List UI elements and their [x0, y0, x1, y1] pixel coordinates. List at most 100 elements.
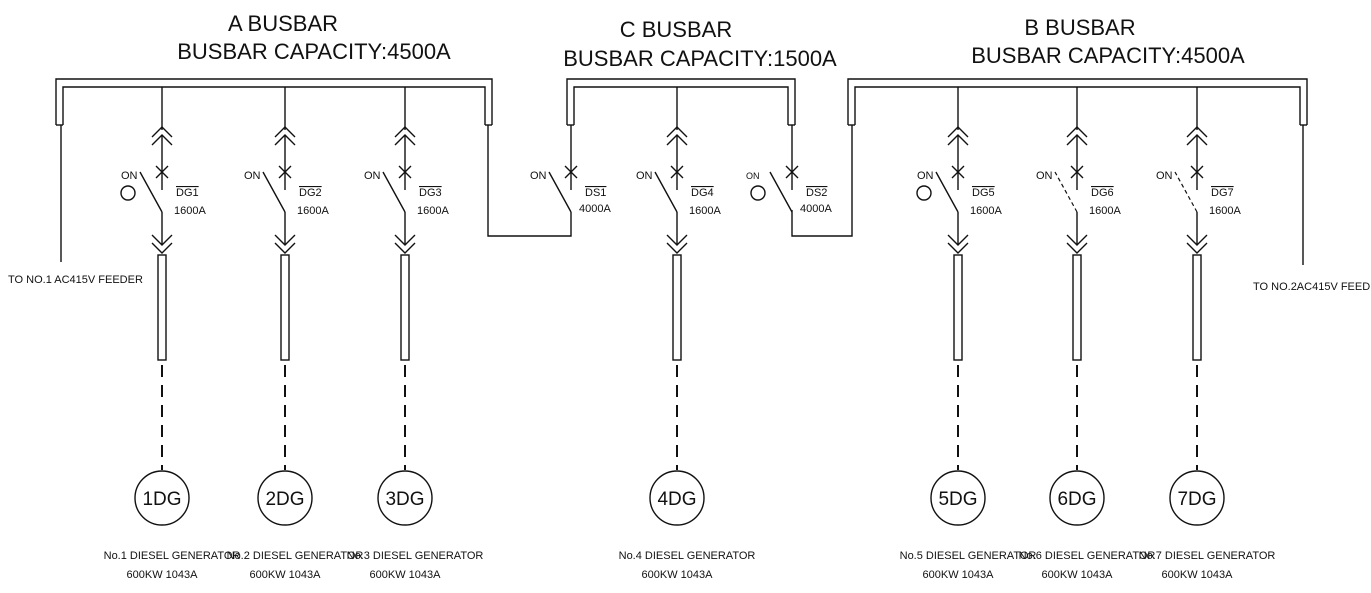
switch-on-label: ON [917, 170, 934, 182]
a-busbar-title: A BUSBAR [228, 11, 338, 36]
breaker-cross-icon [398, 165, 412, 179]
withdrawable-contact-icon [394, 234, 416, 254]
breaker-cross-icon [670, 165, 684, 179]
indicator-lamp-icon [916, 185, 932, 201]
generator-spec: 600KW 1043A [642, 569, 714, 581]
generator-name: No.1 DIESEL GENERATOR [104, 550, 241, 562]
breaker-cross-icon [951, 165, 965, 179]
cable-duct [400, 254, 410, 361]
switch-rating: 1600A [1089, 205, 1121, 217]
generator-label: 6DG [1057, 489, 1096, 510]
generator-label: 4DG [657, 489, 696, 510]
generator-symbol [377, 470, 433, 526]
withdrawable-contact-icon [151, 234, 173, 254]
indicator-lamp-icon [750, 185, 766, 201]
generator-spec: 600KW 1043A [127, 569, 199, 581]
breaker-blade [654, 171, 678, 213]
b-busbar-capacity: BUSBAR CAPACITY:4500A [971, 43, 1245, 68]
a-c-tie-line [487, 125, 572, 237]
generator-label: 5DG [938, 489, 977, 510]
generator-symbol [1049, 470, 1105, 526]
breaker-blade [139, 171, 163, 213]
withdrawable-contact-icon [947, 234, 969, 254]
breaker-blade [935, 171, 959, 213]
switch-id: DG6 [1091, 187, 1114, 199]
tie-switch: ON DS2 4000A [746, 125, 832, 215]
generator-symbol [1169, 470, 1225, 526]
generator-spec: 600KW 1043A [1162, 569, 1234, 581]
switch-rating: 1600A [297, 205, 329, 217]
withdrawable-contact-icon [274, 234, 296, 254]
breaker-blade [1174, 171, 1198, 213]
switch-id: DG4 [691, 187, 714, 199]
switch-rating: 1600A [970, 205, 1002, 217]
generator-spec: 600KW 1043A [1042, 569, 1114, 581]
generator-label: 2DG [265, 489, 304, 510]
cable-duct [672, 254, 682, 361]
cable-duct [953, 254, 963, 361]
switch-on-label: ON [636, 170, 653, 182]
withdrawable-contact-icon [1186, 234, 1208, 254]
switch-on-label: ON [244, 170, 261, 182]
switch-on-label: ON [121, 170, 138, 182]
switch-id: DG2 [299, 187, 322, 199]
breaker-blade [382, 171, 406, 213]
c-busbar [566, 78, 796, 126]
generator-circuits: ON DG1 1600A 1DG No.1 DIESEL GENERATOR 600KW … [104, 87, 1276, 581]
breaker-blade [1054, 171, 1078, 213]
switch-rating: 1600A [1209, 205, 1241, 217]
generator-name: No.2 DIESEL GENERATOR [227, 550, 364, 562]
generator-name: No.5 DIESEL GENERATOR [900, 550, 1037, 562]
a-busbar-capacity: BUSBAR CAPACITY:4500A [177, 39, 451, 64]
generator-name: No.6 DIESEL GENERATOR [1019, 550, 1156, 562]
breaker-cross-icon [564, 165, 578, 179]
switch-id: DG1 [176, 187, 199, 199]
switch-rating: 1600A [174, 205, 206, 217]
generator-name: No.3 DIESEL GENERATOR [347, 550, 484, 562]
breaker-cross-icon [278, 165, 292, 179]
generator-label: 3DG [385, 489, 424, 510]
switch-rating: 4000A [800, 203, 832, 215]
generator-label: 1DG [142, 489, 181, 510]
generator-spec: 600KW 1043A [923, 569, 995, 581]
breaker-blade [548, 171, 572, 213]
breaker-cross-icon [785, 165, 799, 179]
generator-spec: 600KW 1043A [250, 569, 322, 581]
breaker-blade [769, 171, 793, 213]
switch-on-label: ON [530, 170, 547, 182]
generator-spec: 600KW 1043A [370, 569, 442, 581]
withdrawable-contact-icon [666, 234, 688, 254]
switch-on-label: ON [364, 170, 381, 182]
cable-duct [280, 254, 290, 361]
switch-on-label: ON [746, 171, 760, 181]
b-busbar-title: B BUSBAR [1024, 15, 1135, 40]
left-feeder-label: TO NO.1 AC415V FEEDER [8, 274, 143, 286]
a-busbar [55, 78, 493, 126]
cable-duct [157, 254, 167, 361]
switch-id: DS2 [806, 187, 827, 199]
breaker-blade [262, 171, 286, 213]
withdrawable-contact-icon [1066, 234, 1088, 254]
generator-symbol [134, 470, 190, 526]
switch-rating: 4000A [579, 203, 611, 215]
right-feeder-label: TO NO.2AC415V FEEDER [1253, 281, 1371, 293]
generator-name: No.7 DIESEL GENERATOR [1139, 550, 1276, 562]
breaker-cross-icon [1070, 165, 1084, 179]
generator-symbol [257, 470, 313, 526]
c-busbar-title: C BUSBAR [620, 17, 732, 42]
breaker-cross-icon [1190, 165, 1204, 179]
generator-label: 7DG [1177, 489, 1216, 510]
generator-name: No.4 DIESEL GENERATOR [619, 550, 756, 562]
switch-id: DG7 [1211, 187, 1234, 199]
generator-symbol [930, 470, 986, 526]
generator-circuit: ON DG1 1600A 1DG No.1 DIESEL GENERATOR 600KW … [104, 87, 241, 581]
c-busbar-capacity: BUSBAR CAPACITY:1500A [563, 46, 837, 71]
